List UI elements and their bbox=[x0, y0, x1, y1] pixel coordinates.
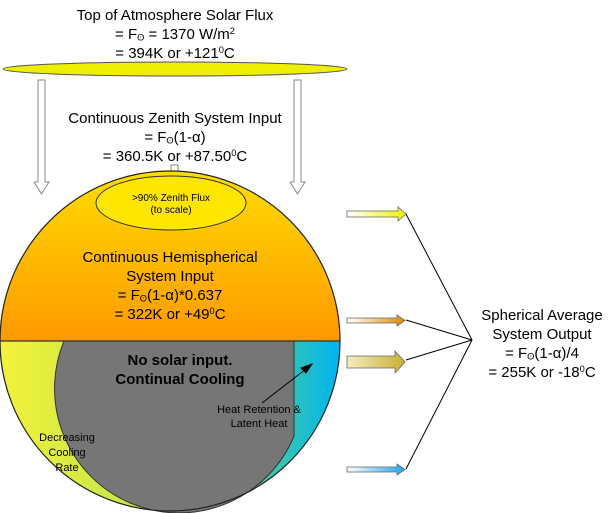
heat-retention-label: Heat Retention & Latent Heat bbox=[217, 404, 301, 430]
top-flux-title: Top of Atmosphere Solar Flux bbox=[76, 7, 274, 24]
zenith-input-equation: = Fʘ(1-α) bbox=[144, 129, 206, 146]
hemispherical-input-title-2: System Input bbox=[126, 268, 214, 285]
spherical-output-label: Spherical Average System Output = Fʘ(1-α… bbox=[474, 306, 610, 382]
out-arrow-blue bbox=[346, 463, 406, 476]
decreasing-cooling-label: Decreasing Cooling Rate bbox=[39, 432, 95, 474]
spherical-output-equation: = Fʘ(1-α)/4 bbox=[505, 345, 579, 362]
out-arrow-orange bbox=[346, 314, 406, 327]
out-arrow-yellow bbox=[346, 206, 407, 222]
hemispherical-input-title-1: Continuous Hemispherical bbox=[82, 249, 258, 266]
spherical-output-title-1: Spherical Average bbox=[481, 307, 603, 324]
zenith-input-label: Continuous Zenith System Input = Fʘ(1-α)… bbox=[40, 109, 310, 166]
heat-retention-pointer bbox=[261, 363, 314, 404]
outgoing-arrows bbox=[346, 206, 407, 476]
night-core-region bbox=[54, 341, 295, 513]
night-side-label: No solar input. Continual Cooling bbox=[115, 352, 245, 388]
solar-flux-ellipse bbox=[2, 61, 348, 77]
hemispherical-input-label: Continuous Hemispherical System Input = … bbox=[40, 248, 300, 324]
spherical-output-title-2: System Output bbox=[492, 326, 592, 343]
out-arrow-olive bbox=[346, 349, 406, 375]
spherical-output-temperature: = 255K or -180C bbox=[488, 363, 596, 381]
zenith-flux-ellipse bbox=[95, 175, 247, 231]
down-arrow-right bbox=[289, 79, 306, 195]
top-flux-temperature: = 394K or +1210C bbox=[115, 44, 235, 62]
hemispherical-input-equation: = Fʘ(1-α)*0.637 bbox=[117, 287, 223, 304]
top-flux-label: Top of Atmosphere Solar Flux = Fʘ = 1370… bbox=[20, 6, 330, 63]
zenith-flux-ellipse-label: >90% Zenith Flux (to scale) bbox=[131, 193, 211, 216]
zenith-input-temperature: = 360.5K or +87.500C bbox=[102, 147, 248, 165]
zenith-input-title: Continuous Zenith System Input bbox=[68, 110, 282, 127]
hemispherical-input-temperature: = 322K or +490C bbox=[114, 305, 226, 323]
top-flux-equation: = Fʘ = 1370 W/m2 bbox=[115, 25, 235, 43]
down-arrow-left bbox=[33, 79, 50, 195]
output-convergence-lines bbox=[405, 213, 473, 470]
sphere-day-half bbox=[0, 171, 340, 341]
